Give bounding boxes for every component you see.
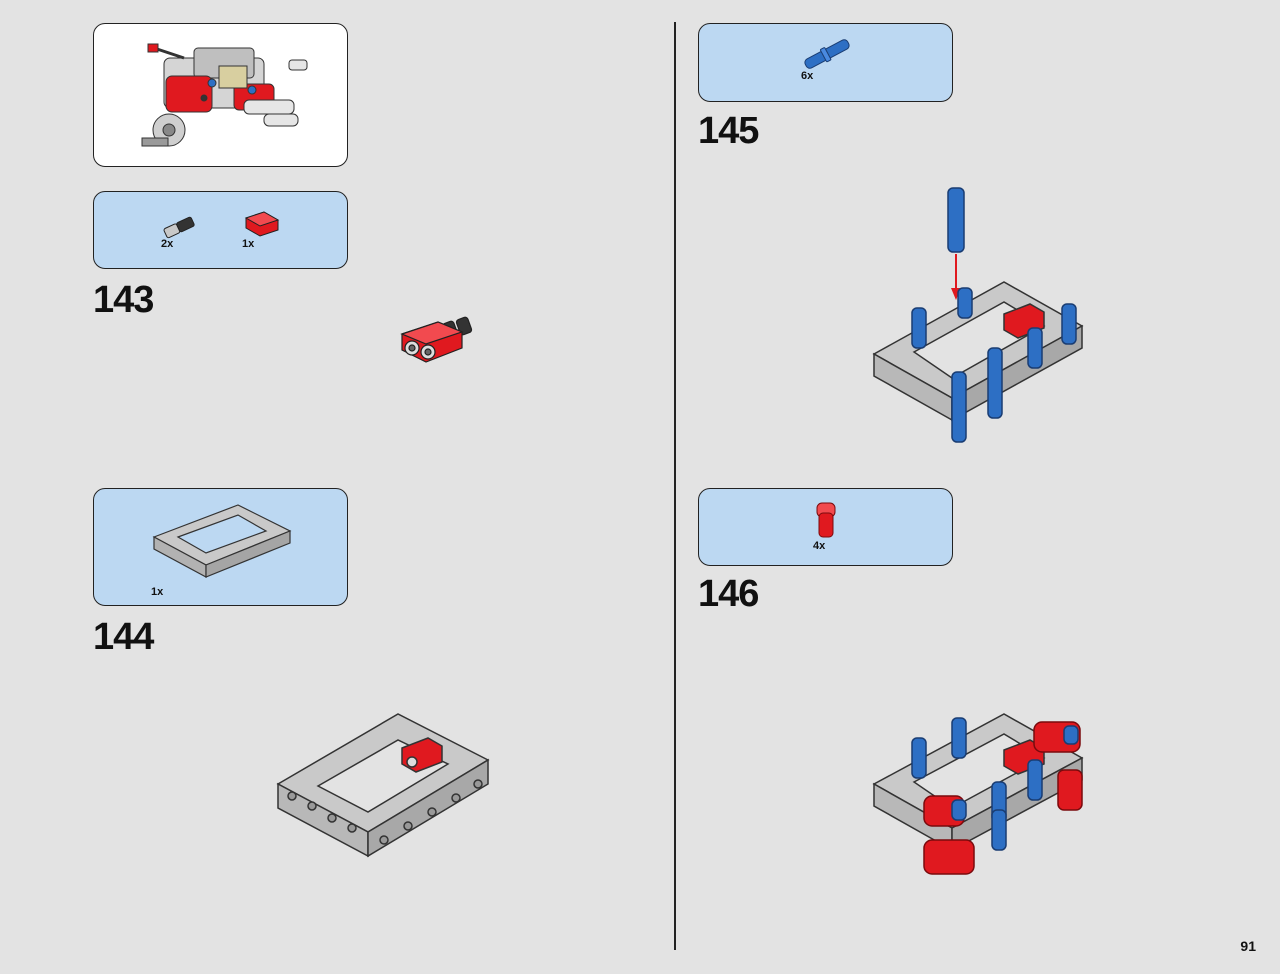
column-divider xyxy=(674,22,676,950)
step-143-assembly-image xyxy=(400,316,473,363)
part-qty: 1x xyxy=(242,238,255,250)
submodel-preview-box xyxy=(93,23,348,167)
step-146-parts-callout: 4x xyxy=(698,488,953,566)
assembled-submodel-image xyxy=(141,43,308,147)
red-angle-connector-icon xyxy=(816,502,836,538)
blue-pin-icon xyxy=(804,39,850,69)
part-qty: 6x xyxy=(801,70,814,82)
step-145-assembly-image xyxy=(872,187,1084,443)
gray-frame-icon xyxy=(152,504,292,579)
red-connector-block-icon xyxy=(244,211,280,237)
step-number-144: 144 xyxy=(93,616,154,658)
part-qty: 4x xyxy=(813,540,826,552)
step-144-assembly-image xyxy=(276,713,490,858)
part-qty: 1x xyxy=(151,586,164,598)
step-number-146: 146 xyxy=(698,573,759,615)
page-number: 91 xyxy=(1240,938,1256,954)
step-145-parts-callout: 6x xyxy=(698,23,953,102)
step-number-143: 143 xyxy=(93,279,154,321)
step-146-assembly-image xyxy=(872,713,1084,875)
part-qty: 2x xyxy=(161,238,174,250)
step-144-parts-callout: 1x xyxy=(93,488,348,606)
black-axle-pin-icon xyxy=(163,216,195,239)
step-143-parts-callout: 2x 1x xyxy=(93,191,348,269)
step-number-145: 145 xyxy=(698,110,759,152)
